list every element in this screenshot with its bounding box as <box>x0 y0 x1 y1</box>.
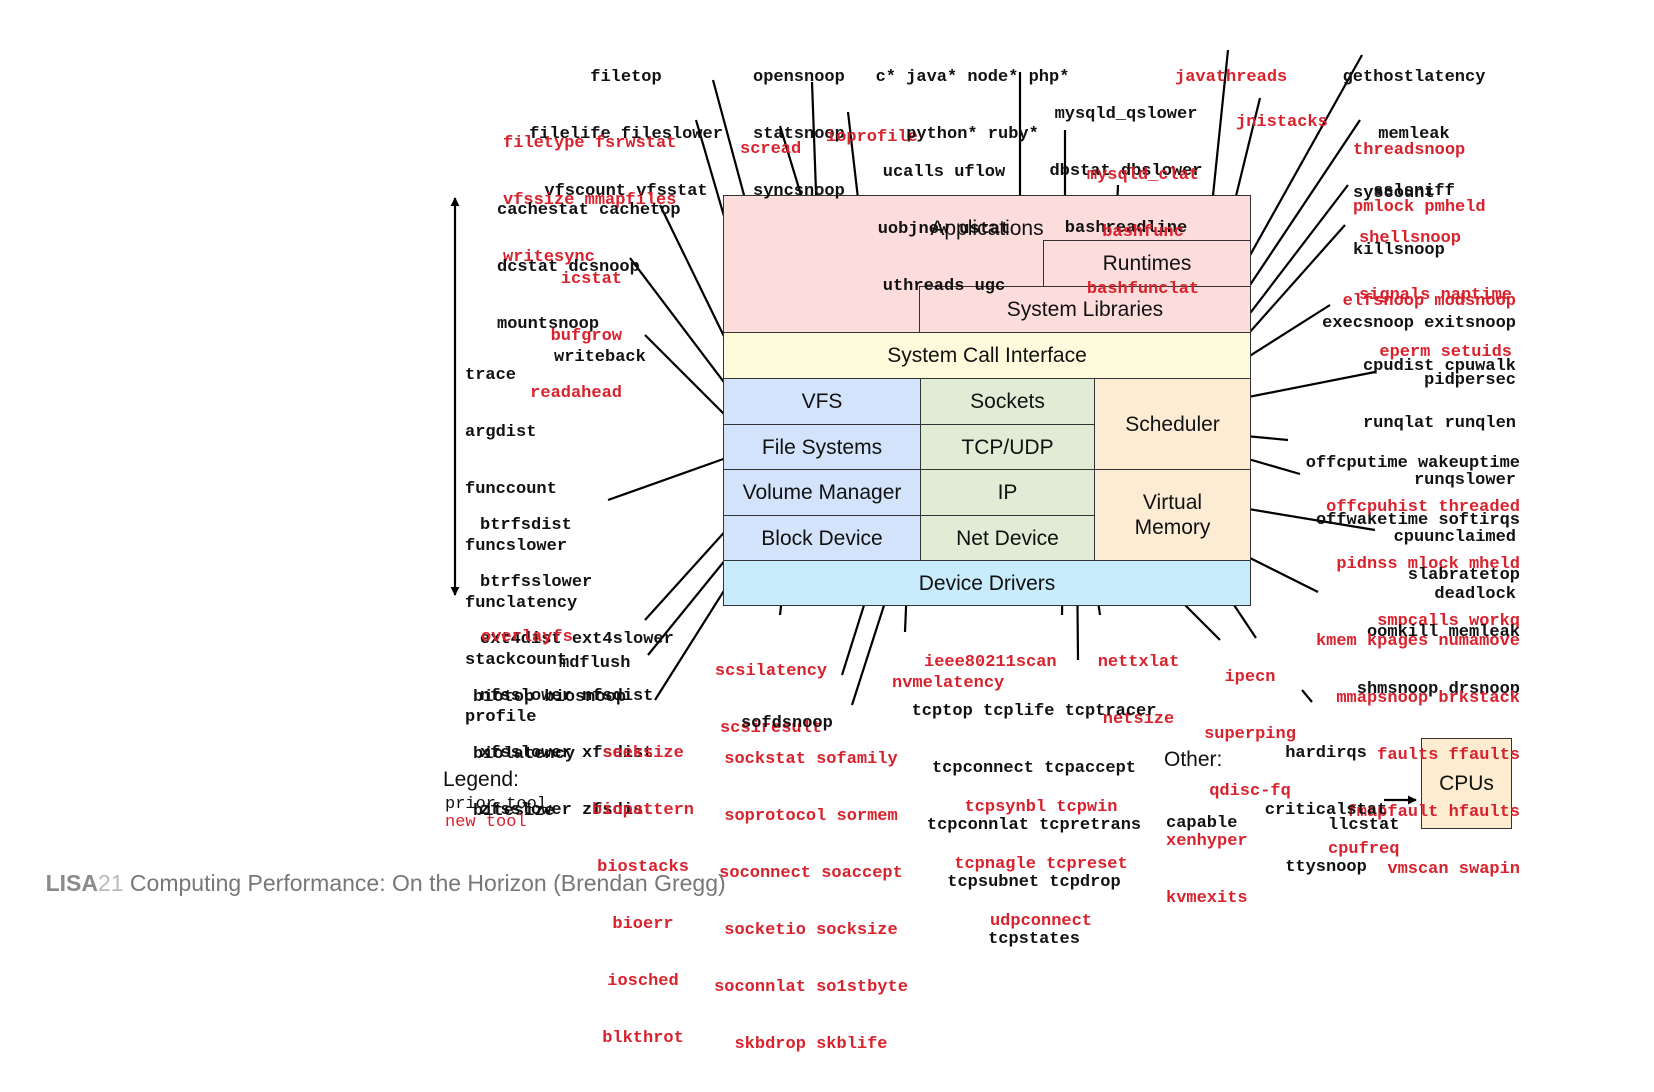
tools-nettxlat: nettxlat netsize <box>1097 653 1180 729</box>
tcp-udp-label: TCP/UDP <box>961 435 1054 459</box>
tools-cpufreq: cpufreq <box>1328 840 1400 859</box>
applications-label: Applications <box>930 217 1044 240</box>
tools-kmem: kmem kpages numamove mmapsnoop brkstack … <box>1315 632 1520 879</box>
tools-llcstat: llcstat <box>1328 816 1400 835</box>
legend-title: Legend: <box>443 768 519 791</box>
tools-scread: scread <box>740 140 802 159</box>
tools-btrfsdist: btrfsdist btrfsslower ext4dist ext4slowe… <box>480 516 674 820</box>
tools-mdflush: mdflush <box>559 654 631 673</box>
file-systems-label: File Systems <box>761 435 883 459</box>
layer-virtual-memory: Virtual Memory <box>1094 469 1251 561</box>
layer-file-systems: File Systems <box>723 424 921 470</box>
tools-opensnoop: opensnoop statsnoop syncsnoop <box>753 68 845 201</box>
tools-ucalls: ucalls uflow uobjnew ustat uthreads ugc <box>877 163 1011 296</box>
layer-vfs: VFS <box>723 378 921 425</box>
tools-other-new: xenhyper kvmexits <box>1166 832 1248 908</box>
layer-ip: IP <box>920 469 1095 516</box>
legend-new-tool: new tool <box>445 813 527 832</box>
tools-overlayfs: overlayfs <box>481 628 573 647</box>
layer-system-libraries: System Libraries <box>919 286 1251 333</box>
layer-device-drivers: Device Drivers <box>723 560 1251 606</box>
other-label: Other: <box>1164 748 1223 771</box>
tools-threadsnoop: threadsnoop pmlock pmheld <box>1353 141 1486 217</box>
tools-jnistacks: jnistacks <box>1236 113 1328 132</box>
tools-cpudist: cpudist cpuwalk runqlat runqlen runqslow… <box>1362 357 1516 604</box>
ip-label: IP <box>997 481 1018 504</box>
net-device-label: Net Device <box>956 526 1059 550</box>
layer-runtimes: Runtimes <box>1043 240 1251 287</box>
device-drivers-label: Device Drivers <box>918 571 1056 595</box>
tools-nvmelatency: nvmelatency <box>892 674 1005 693</box>
layer-tcp-udp: TCP/UDP <box>920 424 1095 470</box>
tools-sofdsnoop: sofdsnoop <box>741 714 833 733</box>
tools-usdt: c* java* node* php* python* ruby* <box>875 68 1070 144</box>
scheduler-label: Scheduler <box>1125 412 1220 436</box>
sockets-label: Sockets <box>970 390 1045 413</box>
tools-filetype: filetype fsrwstat vfssize mmapfiles writ… <box>503 134 677 267</box>
tools-ieee80211scan: ieee80211scan <box>924 653 1057 672</box>
tools-biotop: biotop biosnoop biolatency bitesize <box>473 688 627 821</box>
tools-icstat: icstat bufgrow readahead <box>530 270 622 403</box>
tools-mysqld: mysqld_qslower dbstat dbslower bashreadl… <box>1049 105 1203 238</box>
runtimes-label: Runtimes <box>1102 252 1192 275</box>
tools-trace: trace argdist funccount funcslower funcl… <box>465 366 578 727</box>
slide-footer: LISA21 Computing Performance: On the Hor… <box>20 843 726 924</box>
legend-prior-tool: prior tool <box>445 795 548 814</box>
tools-writeback: writeback <box>554 348 646 367</box>
tools-tcptop: tcptop tcplife tcptracer tcpconnect tcpa… <box>911 702 1157 949</box>
tools-offcputime: offcputime wakeuptime offwaketime softir… <box>1305 454 1520 530</box>
cpus-box: CPUs <box>1421 738 1512 829</box>
arrow-btrfsdist-filesystems <box>607 450 744 502</box>
virtual-memory-label-1: Virtual <box>1142 491 1203 514</box>
layer-sockets: Sockets <box>920 378 1095 425</box>
tools-syscount: syscount killsnoop <box>1353 184 1445 260</box>
virtual-memory-label-2: Memory <box>1134 516 1211 539</box>
footer-brand-number: 21 <box>97 870 124 896</box>
tools-filetop: filetop filelife fileslower vfscount vfs… <box>529 68 723 201</box>
layer-block-device: Block Device <box>723 515 921 561</box>
block-device-label: Block Device <box>761 526 883 550</box>
tools-scsilatency: scsilatency scsiresult <box>714 662 828 738</box>
tools-execsnoop: execsnoop exitsnoop pidpersec <box>1322 314 1516 390</box>
tools-elfsnoop: elfsnoop modsnoop <box>1342 292 1516 311</box>
arrow-writeback-vfs <box>644 334 734 424</box>
tools-javathreads: javathreads <box>1175 68 1288 87</box>
tools-sockstat: sockstat sofamily soprotocol sormem soco… <box>714 750 908 1054</box>
layer-net-device: Net Device <box>920 515 1095 561</box>
tools-mysqld-clat: mysqld_clat bashfunc bashfunclat <box>1086 166 1200 299</box>
footer-brand: LISA <box>45 870 98 896</box>
cpus-label: CPUs <box>1439 772 1494 795</box>
layer-volume-manager: Volume Manager <box>723 469 921 516</box>
bcc-tracing-tools-diagram: Applications Runtimes System Libraries S… <box>20 49 1520 1054</box>
tools-hardirqs: hardirqs criticalstat ttysnoop <box>1264 744 1388 877</box>
system-libraries-label: System Libraries <box>1006 298 1164 321</box>
volume-manager-label: Volume Manager <box>742 481 902 504</box>
tools-tcpsynbl: tcpsynbl tcpwin tcpnagle tcpreset udpcon… <box>954 798 1128 931</box>
tick-hardirqs <box>1301 689 1313 703</box>
layer-system-call-interface: System Call Interface <box>723 332 1251 379</box>
tools-ipecn: ipecn superping qdisc-fq <box>1204 668 1296 801</box>
layer-scheduler: Scheduler <box>1094 378 1251 470</box>
footer-title: Computing Performance: On the Horizon (B… <box>123 870 726 896</box>
tools-cachestat: cachestat cachetop dcstat dcsnoop mounts… <box>497 201 681 334</box>
tools-other-prior: capable <box>1166 814 1238 833</box>
tools-ioprofile: ioprofile <box>826 128 918 147</box>
tools-slabratetop: slabratetop oomkill memleak shmsnoop drs… <box>1356 566 1520 699</box>
vfs-label: VFS <box>801 390 843 413</box>
tools-shellsnoop: shellsnoop signals naptime eperm setuids <box>1358 229 1512 362</box>
tools-offcpuhist: offcpuhist threaded pidnss mlock mheld s… <box>1326 498 1520 631</box>
syscall-label: System Call Interface <box>887 344 1087 367</box>
tools-gethostlatency: gethostlatency memleak sslsniff <box>1342 68 1486 201</box>
